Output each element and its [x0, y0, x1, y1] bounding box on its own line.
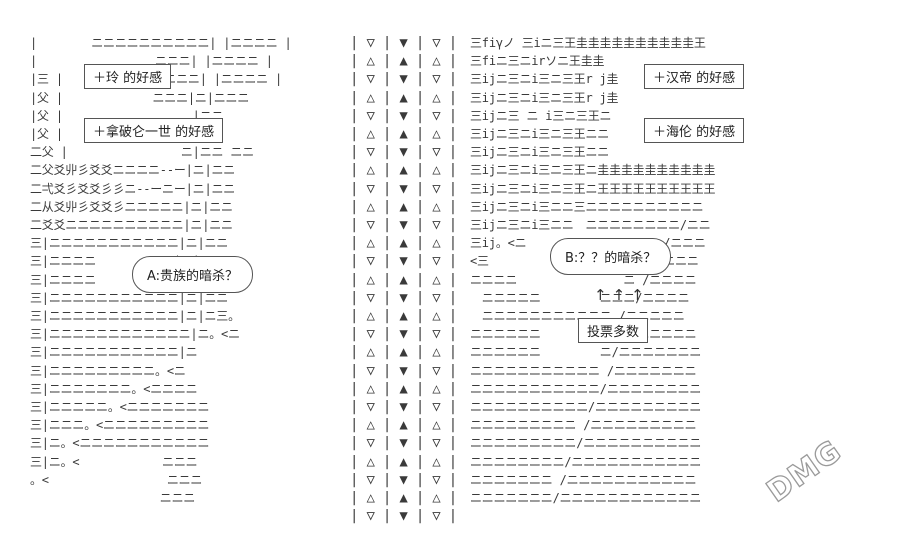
option-b-bubble: B:？？的暗杀？	[550, 238, 672, 275]
affection-label-napoleon: ＋拿破仑一世 的好感	[84, 118, 224, 143]
watermark-text: DMG	[760, 433, 849, 510]
ascii-art-triangles: | ▽ | ▼ | ▽ | | △ | ▲ | △ | | ▽ | ▼ | ▽ …	[350, 35, 457, 525]
option-a-bubble: A:贵族的暗杀？	[132, 256, 254, 293]
ascii-art-left: | ニニニニニニニニニニ| |ニニニニ | | ニニニ| |ニニニニ | |三 …	[30, 36, 292, 506]
vote-majority-label: 投票多数	[578, 318, 649, 343]
dmg-watermark-logo: DMG	[760, 429, 869, 530]
affection-label-ling: ＋玲 的好感	[84, 64, 172, 89]
arrows-up: ↑↑↑	[594, 286, 650, 304]
affection-label-hailun: ＋海伦 的好感	[644, 118, 745, 143]
ascii-art-right: 三fiγノ 三iニ三王圭圭圭圭圭圭圭圭圭圭王 三fiニ三ニirソニ王圭圭 三ij…	[470, 36, 716, 506]
affection-label-handi: ＋汉帝 的好感	[644, 64, 745, 89]
